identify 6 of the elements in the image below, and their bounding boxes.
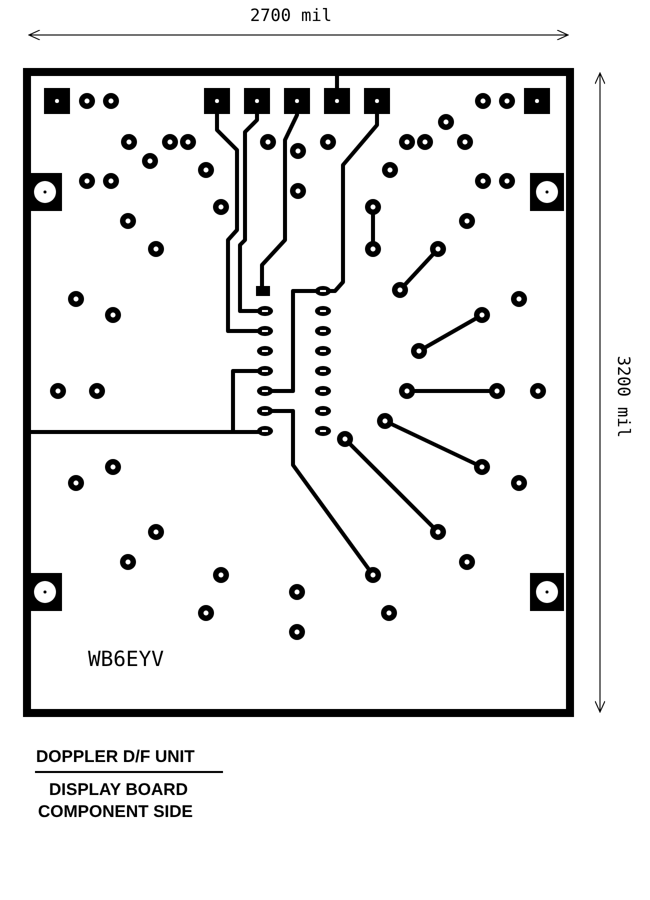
board-marking: WB6EYV [88,646,164,672]
title-text: DOPPLER D/F UNIT [36,746,195,768]
dimension-label: 3200 mil [612,354,634,440]
title-text: DISPLAY BOARD [49,779,188,800]
dimension-label: 2700 mil [250,6,332,28]
title-text: COMPONENT SIDE [38,801,193,822]
